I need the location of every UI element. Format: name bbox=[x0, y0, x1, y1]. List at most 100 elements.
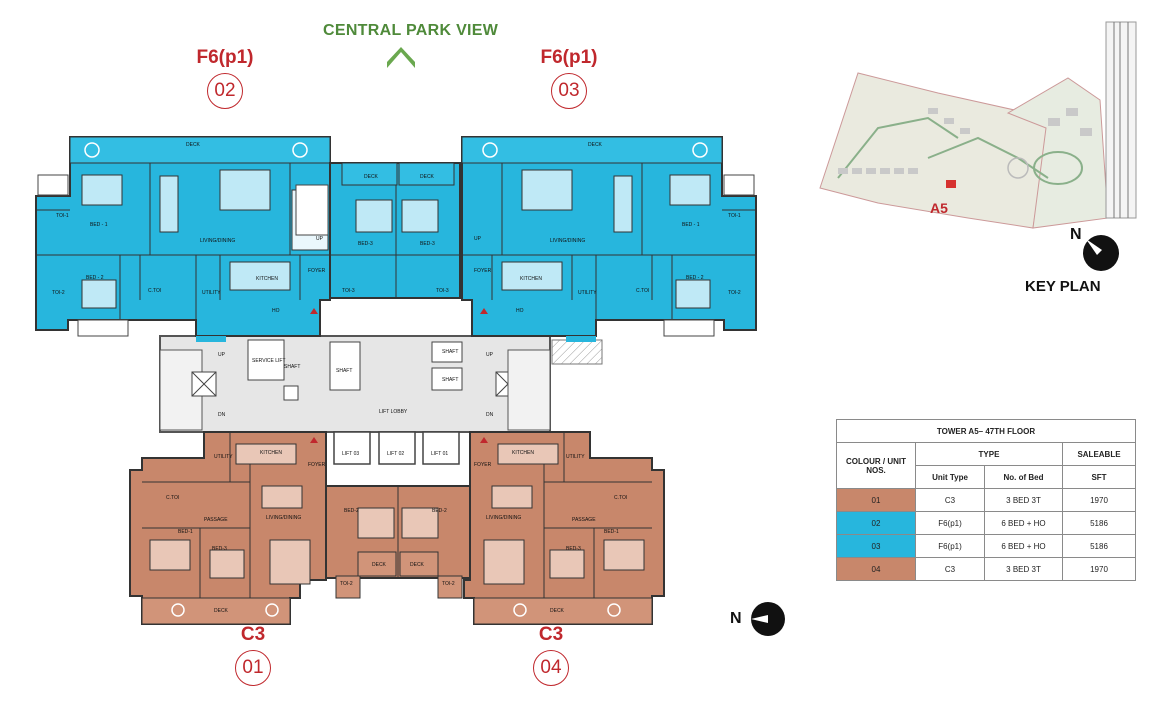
floor-plan: DECK DECK DECK DECK BED - 1 BED - 1 BED … bbox=[35, 136, 757, 625]
table-cell-unit-no: 01 bbox=[836, 488, 916, 512]
room-bed3-c2: BED-3 bbox=[420, 241, 435, 247]
core-shaft-1: SHAFT bbox=[284, 364, 300, 370]
room-deck-c3: DECK bbox=[372, 562, 387, 568]
table-title: TOWER A5– 47TH FLOOR bbox=[836, 419, 1136, 443]
room-deck-04: DECK bbox=[550, 608, 565, 614]
stair-up-left: UP bbox=[316, 236, 324, 242]
room-living-03: LIVING/DINING bbox=[550, 238, 585, 244]
core-shaft-4: SHAFT bbox=[442, 377, 458, 383]
table-row: 04 C3 3 BED 3T 1970 bbox=[836, 557, 1136, 581]
table-cell-unit-no: 04 bbox=[836, 557, 916, 581]
room-bed2-01: BED-2 bbox=[344, 508, 359, 514]
core-shaft-2: SHAFT bbox=[336, 368, 352, 374]
table-cell-unit-type: F6(p1) bbox=[915, 534, 985, 558]
key-plan-title: KEY PLAN bbox=[1025, 278, 1101, 295]
core-up-right: UP bbox=[486, 352, 494, 358]
room-kitchen-02: KITCHEN bbox=[256, 276, 278, 282]
room-bed3-01: BED-3 bbox=[212, 546, 227, 552]
room-deck-03: DECK bbox=[588, 142, 603, 148]
room-toi1-02: TOI-1 bbox=[56, 213, 69, 219]
north-compass-icon bbox=[751, 602, 785, 636]
key-plan-map: A5 bbox=[819, 21, 1137, 229]
room-toi2-01: TOI-2 bbox=[340, 581, 353, 587]
table-header-colour: COLOUR / UNIT NOS. bbox=[836, 442, 916, 489]
room-ho-02: HO bbox=[272, 308, 280, 314]
unit-04-number: 04 bbox=[540, 657, 562, 678]
unit-01-number-badge[interactable]: 01 bbox=[235, 650, 271, 686]
room-bed3-c1: BED-3 bbox=[358, 241, 373, 247]
room-foyer-03: FOYER bbox=[474, 268, 492, 274]
entry-marker-04 bbox=[480, 437, 488, 443]
room-bed2-04: BED-2 bbox=[432, 508, 447, 514]
unit-04-number-badge[interactable]: 04 bbox=[533, 650, 569, 686]
room-bed2-02: BED - 2 bbox=[86, 275, 104, 281]
table-cell-bed: 6 BED + HO bbox=[984, 534, 1063, 558]
unit-03-number: 03 bbox=[558, 80, 580, 101]
table-row: 01 C3 3 BED 3T 1970 bbox=[836, 488, 1136, 512]
room-foyer-04: FOYER bbox=[474, 462, 492, 468]
unit-02-number-badge[interactable]: 02 bbox=[207, 73, 243, 109]
room-kitchen-03: KITCHEN bbox=[520, 276, 542, 282]
room-living-01: LIVING/DINING bbox=[266, 515, 301, 521]
room-ctoi-04: C.TOI bbox=[614, 495, 627, 501]
room-bed1-01: BED-1 bbox=[178, 529, 193, 535]
entry-marker-01 bbox=[310, 437, 318, 443]
table-cell-unit-type: F6(p1) bbox=[915, 511, 985, 535]
room-toi3-c2: TOI-3 bbox=[436, 288, 449, 294]
room-labels: DECK DECK DECK DECK BED - 1 BED - 1 BED … bbox=[52, 142, 741, 614]
core-lift-02: LIFT 02 bbox=[387, 451, 404, 457]
table-header-unit-type: Unit Type bbox=[915, 465, 985, 489]
unit-02-number: 02 bbox=[214, 80, 236, 101]
room-passage-01: PASSAGE bbox=[204, 517, 228, 523]
unit-01-type-label: C3 bbox=[240, 624, 266, 645]
core-lift-lobby: LIFT LOBBY bbox=[379, 409, 408, 415]
room-foyer-01: FOYER bbox=[308, 462, 326, 468]
room-kitchen-01: KITCHEN bbox=[260, 450, 282, 456]
room-bed2-03: BED - 2 bbox=[686, 275, 704, 281]
room-toi2-02: TOI-2 bbox=[52, 290, 65, 296]
room-deck-01: DECK bbox=[214, 608, 229, 614]
table-cell-sft: 1970 bbox=[1062, 488, 1136, 512]
table-cell-bed: 6 BED + HO bbox=[984, 511, 1063, 535]
stair-up-right: UP bbox=[474, 236, 482, 242]
table-cell-bed: 3 BED 3T bbox=[984, 488, 1063, 512]
table-cell-sft: 1970 bbox=[1062, 557, 1136, 581]
core-area bbox=[159, 335, 603, 465]
room-utility-01: UTILITY bbox=[214, 454, 233, 460]
room-ho-03: HO bbox=[516, 308, 524, 314]
tower-a5-marker bbox=[946, 180, 956, 188]
room-utility-02: UTILITY bbox=[202, 290, 221, 296]
unit-02-plan bbox=[35, 136, 331, 337]
table-header-saleable: SALEABLE bbox=[1062, 442, 1136, 466]
table-header-bed: No. of Bed bbox=[984, 465, 1063, 489]
table-header-type: TYPE bbox=[915, 442, 1063, 466]
room-bed1-04: BED-1 bbox=[604, 529, 619, 535]
view-direction-arrow-icon bbox=[387, 47, 415, 68]
table-row: 02 F6(p1) 6 BED + HO 5186 bbox=[836, 511, 1136, 535]
table-cell-sft: 5186 bbox=[1062, 534, 1136, 558]
core-lift-01: LIFT 01 bbox=[431, 451, 448, 457]
unit-02-type-label: F6(p1) bbox=[196, 47, 254, 68]
room-toi2-04: TOI-2 bbox=[442, 581, 455, 587]
room-deck-c4: DECK bbox=[410, 562, 425, 568]
room-foyer-02: FOYER bbox=[308, 268, 326, 274]
room-toi3-c1: TOI-3 bbox=[342, 288, 355, 294]
key-plan-tower-label: A5 bbox=[930, 200, 948, 216]
core-dn-right: DN bbox=[486, 412, 494, 418]
unit-summary-table: TOWER A5– 47TH FLOOR COLOUR / UNIT NOS. … bbox=[836, 419, 1136, 581]
room-deck-c2: DECK bbox=[420, 174, 435, 180]
table-cell-sft: 5186 bbox=[1062, 511, 1136, 535]
core-lift-03: LIFT 03 bbox=[342, 451, 359, 457]
table-cell-bed: 3 BED 3T bbox=[984, 557, 1063, 581]
table-cell-unit-no: 03 bbox=[836, 534, 916, 558]
north-label-main: N bbox=[730, 610, 742, 627]
unit-04-type-label: C3 bbox=[538, 624, 564, 645]
unit-03-number-badge[interactable]: 03 bbox=[551, 73, 587, 109]
room-living-02: LIVING/DINING bbox=[200, 238, 235, 244]
table-header-sft: SFT bbox=[1062, 465, 1136, 489]
core-shaft-3: SHAFT bbox=[442, 349, 458, 355]
room-toi1-03: TOI-1 bbox=[728, 213, 741, 219]
room-utility-03: UTILITY bbox=[578, 290, 597, 296]
unit-02-entry-strip bbox=[196, 336, 226, 342]
room-deck-c1: DECK bbox=[364, 174, 379, 180]
